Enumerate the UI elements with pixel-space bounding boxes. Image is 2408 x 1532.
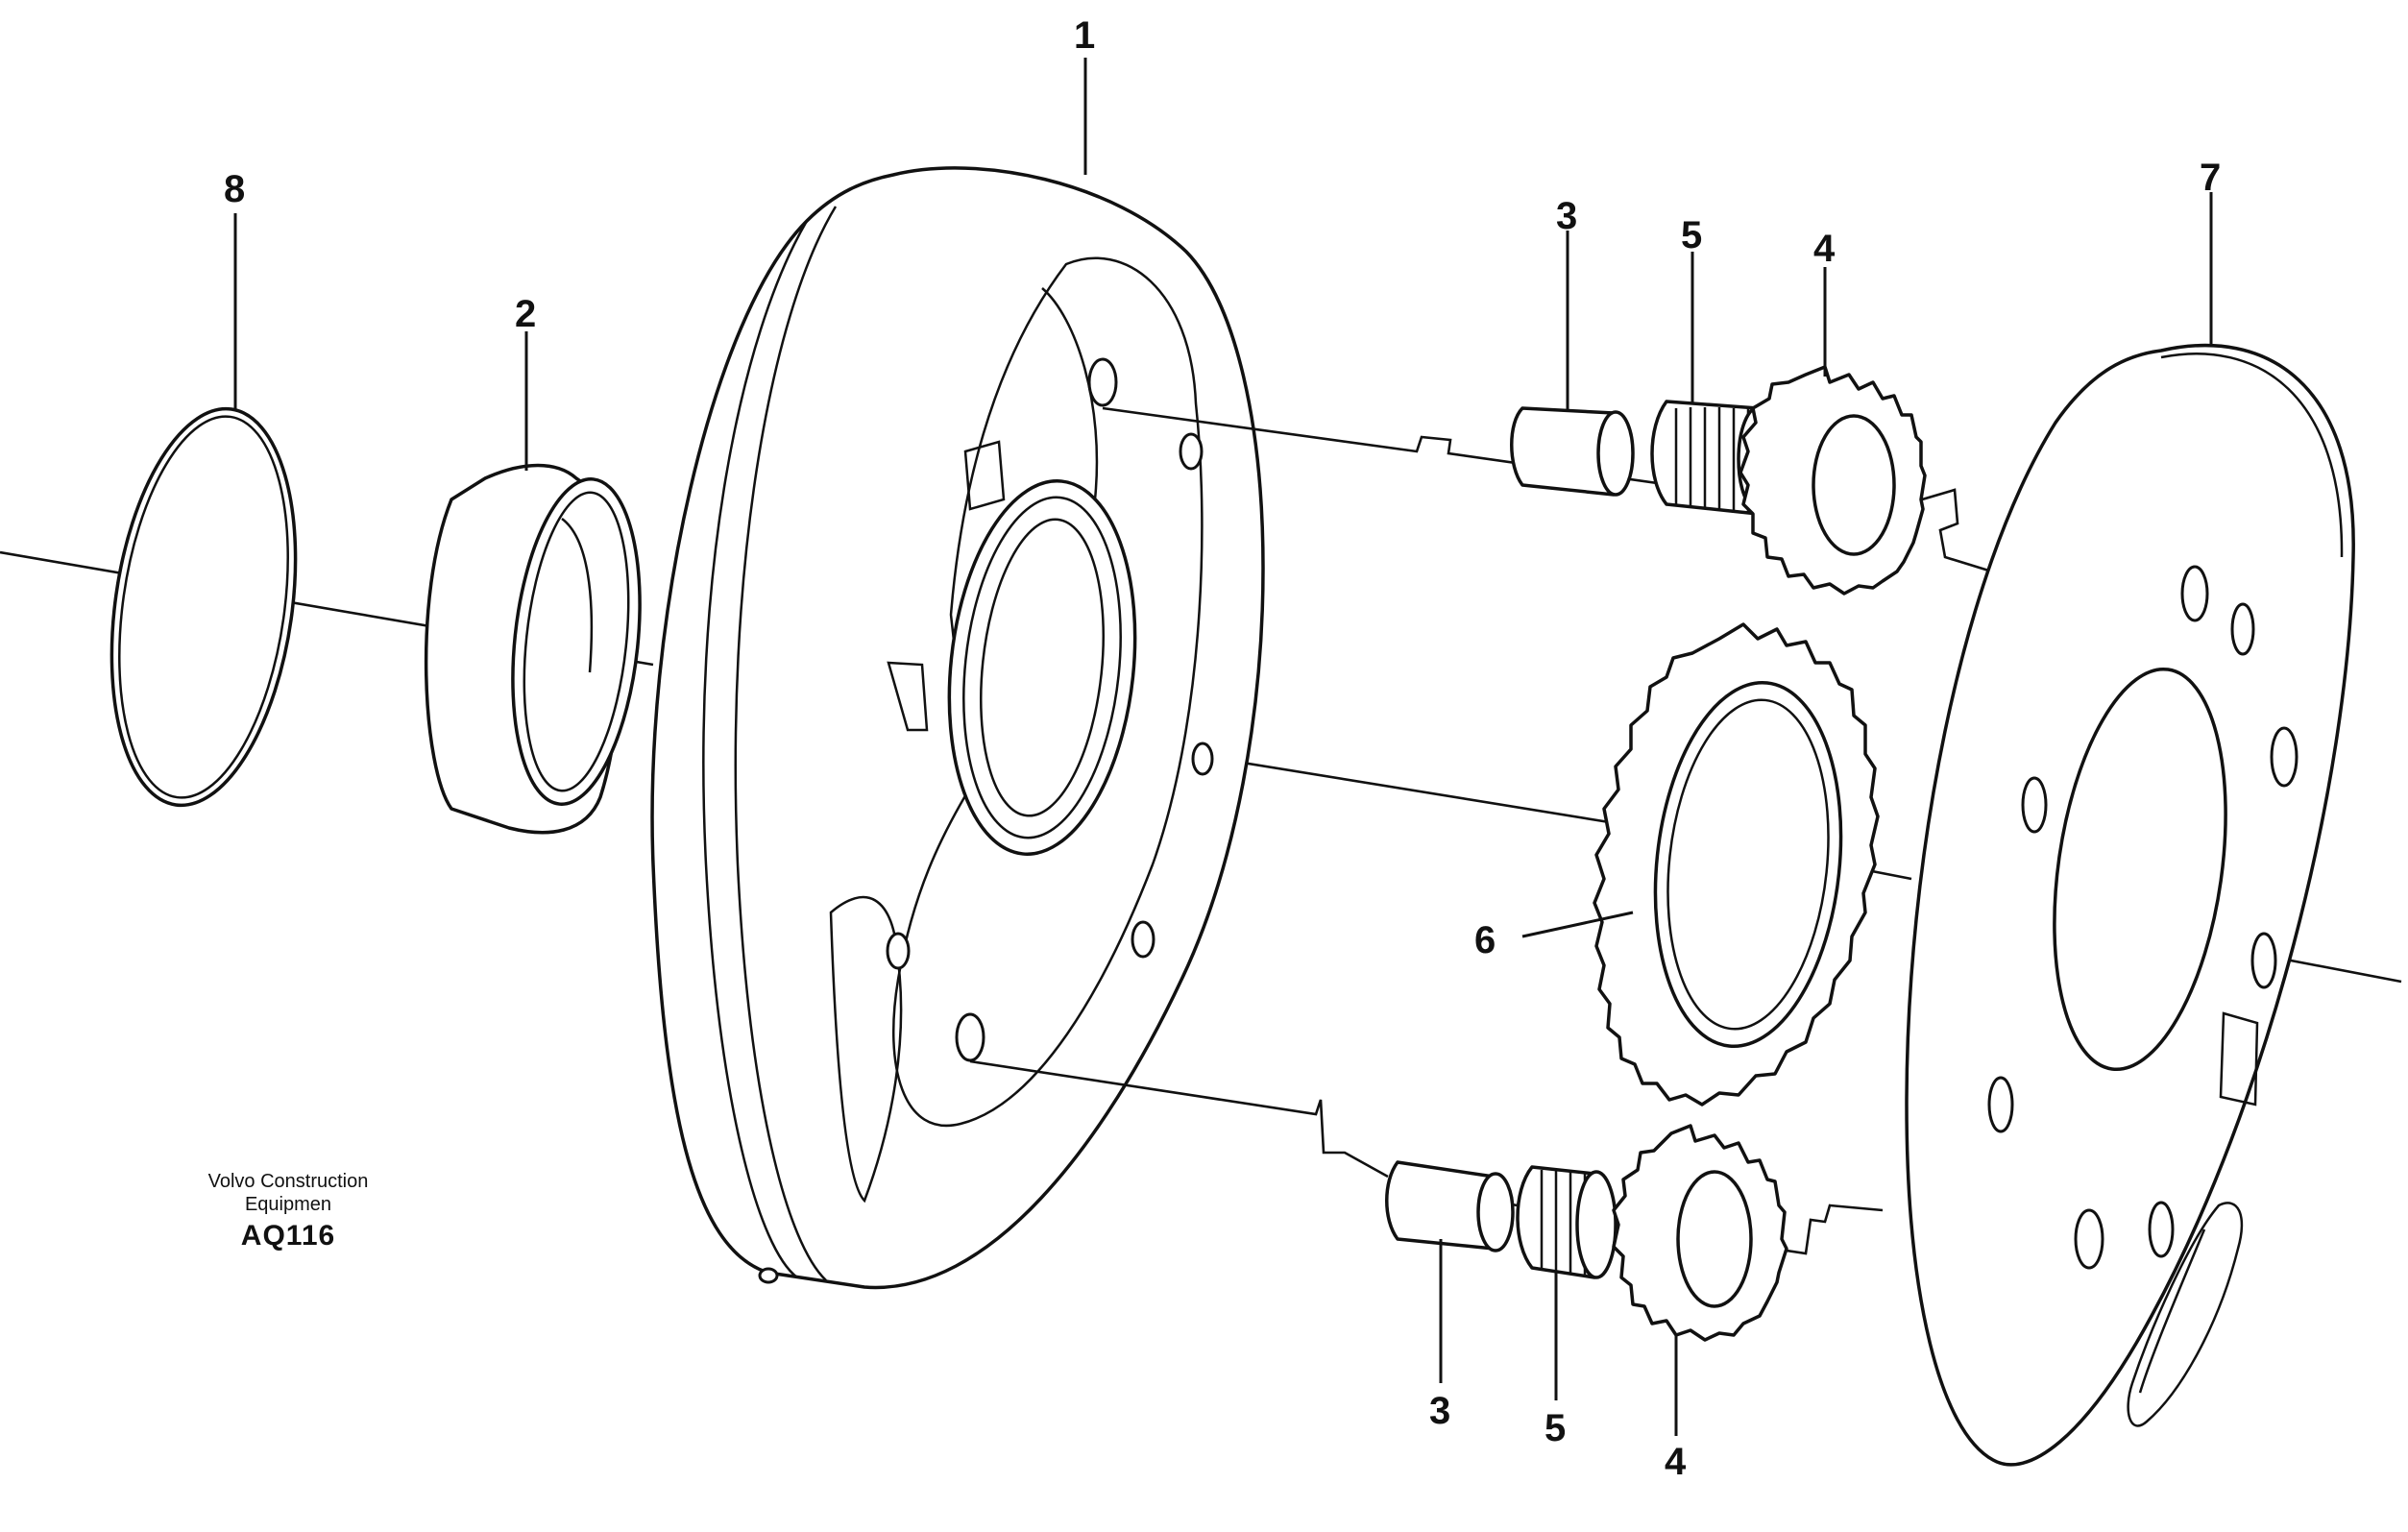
callout-4-bottom: 4 xyxy=(1665,1441,1687,1483)
callout-5-bottom: 5 xyxy=(1545,1407,1566,1449)
callout-8: 8 xyxy=(224,168,245,210)
callout-3-top: 3 xyxy=(1556,195,1577,237)
callout-2: 2 xyxy=(515,293,536,335)
leader-6 xyxy=(1521,911,1634,938)
callout-3-bottom: 3 xyxy=(1429,1390,1450,1432)
ring-gear-part-6 xyxy=(1593,622,1880,1106)
callout-6: 6 xyxy=(1474,919,1496,961)
planet-gear-part-4-top xyxy=(1739,365,1927,596)
callout-1: 1 xyxy=(1074,14,1095,57)
planet-gear-part-4-bottom xyxy=(1612,1124,1788,1342)
needle-bearing-part-5-bottom xyxy=(1516,1165,1617,1279)
housing-part-1 xyxy=(650,166,1265,1290)
watermark-line-1: Volvo Construction xyxy=(207,1171,369,1192)
callout-4-top: 4 xyxy=(1813,228,1836,270)
watermark-line-2: Equipmen xyxy=(244,1194,332,1215)
pin-part-3-top xyxy=(1510,406,1635,497)
bearing-sleeve-part-2 xyxy=(424,463,642,835)
pin-part-3-bottom xyxy=(1385,1160,1515,1252)
cover-plate-part-7 xyxy=(1905,343,2355,1467)
watermark-block: Volvo Construction Equipmen AQ116 xyxy=(154,1170,423,1252)
callout-7: 7 xyxy=(2200,157,2221,199)
retaining-ring-part-8 xyxy=(109,406,298,808)
drawing-code: AQ116 xyxy=(240,1220,336,1252)
main-axis-line xyxy=(0,550,2402,984)
callout-5-top: 5 xyxy=(1681,214,1702,256)
